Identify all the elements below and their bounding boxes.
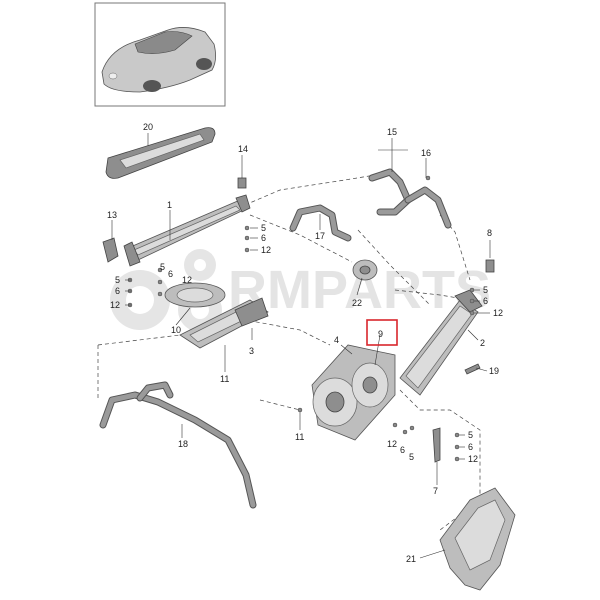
part-9-fan bbox=[351, 362, 389, 408]
callout-labels: 20 1 14 13 15 16 17 22 8 2 19 3 11 4 9 1… bbox=[107, 122, 503, 564]
callout-19: 19 bbox=[489, 366, 499, 376]
callout-17: 17 bbox=[315, 231, 325, 241]
callout-12b: 12 bbox=[110, 300, 120, 310]
fasteners bbox=[127, 175, 475, 462]
callout-5b: 5 bbox=[115, 275, 120, 285]
part-22-pump bbox=[352, 259, 378, 281]
callout-6b: 6 bbox=[115, 286, 120, 296]
callout-6d: 6 bbox=[483, 296, 488, 306]
part-1-radiator bbox=[123, 194, 251, 267]
part-7-bracket bbox=[432, 427, 441, 463]
callout-11b: 11 bbox=[295, 432, 304, 442]
part-18-hose bbox=[99, 381, 257, 509]
callout-5d: 5 bbox=[483, 285, 488, 295]
callout-9: 9 bbox=[378, 329, 383, 339]
callout-6c: 6 bbox=[168, 269, 173, 279]
callout-5e: 5 bbox=[468, 430, 473, 440]
highlight-box bbox=[366, 319, 398, 346]
callout-1: 1 bbox=[167, 200, 172, 210]
callout-6e: 6 bbox=[468, 442, 473, 452]
callout-11a: 11 bbox=[220, 374, 229, 384]
part-10-fan-shroud bbox=[164, 282, 226, 308]
part-13-bracket bbox=[102, 237, 119, 263]
part-15-hose bbox=[368, 168, 452, 229]
callout-14: 14 bbox=[238, 144, 248, 154]
callout-21: 21 bbox=[406, 554, 416, 564]
vehicle-thumbnail bbox=[94, 2, 226, 107]
callout-7: 7 bbox=[433, 486, 438, 496]
callout-4: 4 bbox=[334, 335, 339, 345]
callout-22: 22 bbox=[352, 298, 362, 308]
callout-18: 18 bbox=[178, 439, 188, 449]
part-8-clip bbox=[485, 259, 495, 273]
callout-12e: 12 bbox=[468, 454, 478, 464]
leader-lines bbox=[111, 133, 491, 559]
callout-12f: 12 bbox=[387, 439, 397, 449]
part-20-air-duct bbox=[105, 127, 216, 179]
callout-12a: 12 bbox=[261, 245, 271, 255]
callout-20: 20 bbox=[143, 122, 153, 132]
callout-16: 16 bbox=[421, 148, 431, 158]
part-19-clip bbox=[464, 363, 481, 375]
callout-15: 15 bbox=[387, 127, 397, 137]
part-21-duct bbox=[439, 487, 516, 591]
callout-6a: 6 bbox=[261, 233, 266, 243]
callout-5c: 5 bbox=[160, 262, 165, 272]
callout-5f: 5 bbox=[409, 452, 414, 462]
part-17-hose bbox=[289, 204, 352, 242]
callout-12c: 12 bbox=[182, 275, 192, 285]
part-14-clip bbox=[237, 177, 247, 189]
callout-12d: 12 bbox=[493, 308, 503, 318]
part-3-cooler bbox=[179, 297, 269, 349]
callout-3: 3 bbox=[249, 346, 254, 356]
callout-6f: 6 bbox=[400, 445, 405, 455]
callout-5a: 5 bbox=[261, 223, 266, 233]
car-image bbox=[101, 27, 216, 93]
callout-13: 13 bbox=[107, 210, 117, 220]
callout-8: 8 bbox=[487, 228, 492, 238]
callout-10: 10 bbox=[171, 325, 181, 335]
callout-2: 2 bbox=[480, 338, 485, 348]
